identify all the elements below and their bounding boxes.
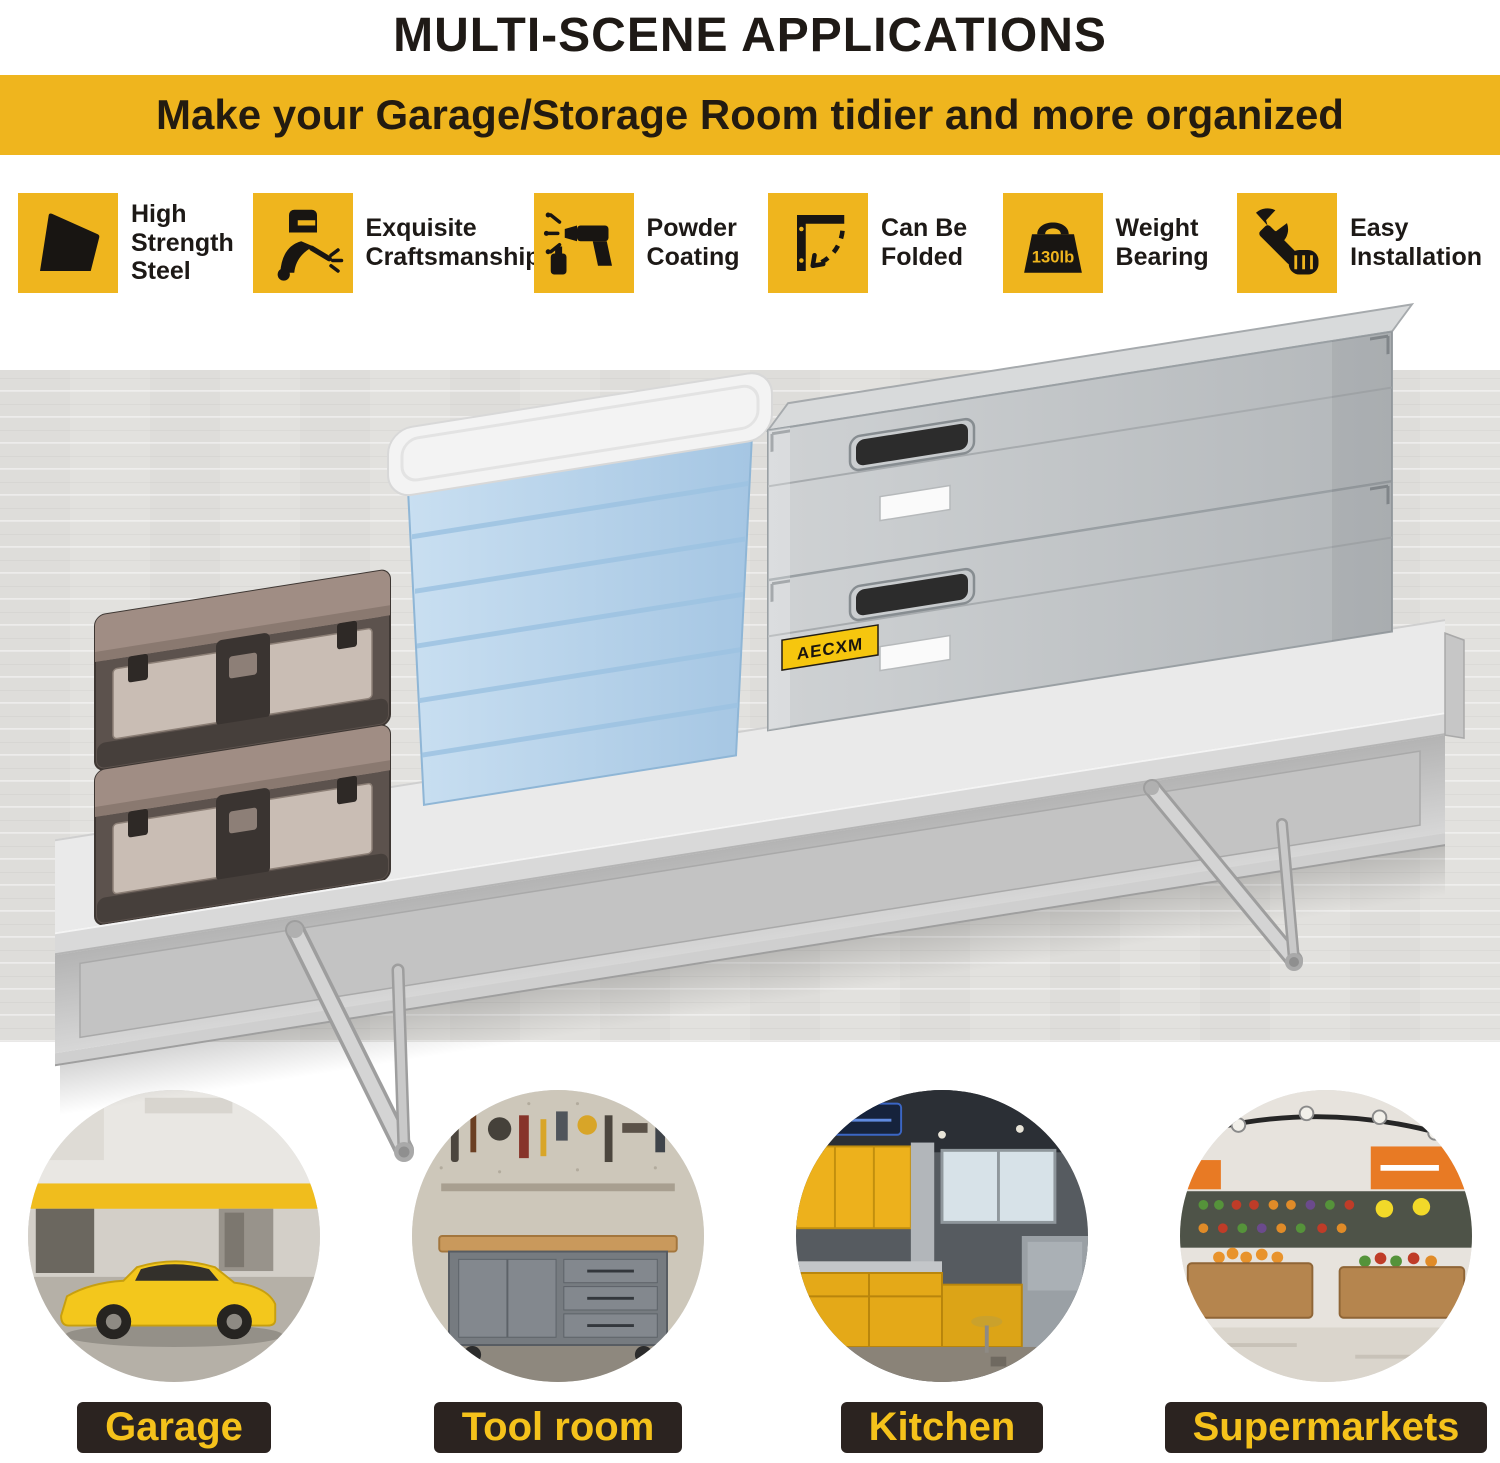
feature-can-be-folded: Can Be Folded — [768, 193, 1003, 293]
scene-row: Garage — [0, 1090, 1500, 1453]
feature-label: Easy Installation — [1350, 214, 1483, 271]
scene-label: Tool room — [433, 1402, 683, 1453]
scene-supermarkets: Supermarkets — [1164, 1090, 1488, 1453]
storage-bin — [387, 372, 773, 806]
feature-exquisite-craftsmanship: Exquisite Craftsmanship — [252, 193, 541, 293]
brand-label: AECXM — [781, 624, 879, 672]
shelf-top-surface — [55, 619, 1445, 933]
feature-label: Powder Coating — [646, 214, 740, 271]
feature-weight-bearing: 130lb Weight Bearing — [1002, 193, 1238, 293]
scene-tool-room: Tool room — [408, 1090, 708, 1453]
toolbox-stack — [94, 569, 391, 926]
right-bracket — [1143, 779, 1303, 971]
scene-label: Supermarkets — [1164, 1402, 1488, 1453]
scene-photo-kitchen — [796, 1090, 1088, 1382]
scene-photo-supermarkets — [1180, 1090, 1472, 1382]
shelf-shadow — [60, 846, 1445, 1116]
weight-icon: 130lb — [1002, 193, 1103, 293]
steel-plate-icon — [18, 193, 118, 293]
scene-label: Garage — [77, 1402, 271, 1453]
scene-garage: Garage — [24, 1090, 324, 1453]
spray-gun-icon — [533, 193, 634, 293]
feature-easy-installation: Easy Installation — [1237, 193, 1482, 293]
welder-icon — [252, 193, 353, 293]
feature-high-strength-steel: High Strength Steel — [18, 193, 253, 293]
shelf-body — [55, 632, 1465, 1116]
weight-icon-text: 130lb — [1031, 247, 1073, 266]
scene-kitchen: Kitchen — [792, 1090, 1092, 1453]
feature-label: Weight Bearing — [1115, 214, 1209, 271]
storage-boxes: AECXM — [765, 303, 1415, 732]
brand-label-text: AECXM — [797, 634, 863, 663]
scene-photo-garage — [28, 1090, 320, 1382]
page-title: MULTI-SCENE APPLICATIONS — [393, 9, 1107, 62]
banner-text: Make your Garage/Storage Room tidier and… — [156, 91, 1344, 138]
feature-row: High Strength Steel Exquisite Craftsmans… — [0, 179, 1500, 307]
feature-label: Exquisite Craftsmanship — [365, 214, 541, 271]
feature-powder-coating: Powder Coating — [533, 193, 769, 293]
feature-label: Can Be Folded — [881, 214, 968, 271]
feature-label: High Strength Steel — [131, 199, 234, 286]
scene-label: Kitchen — [840, 1402, 1044, 1453]
wall-background: AECXM — [0, 303, 1500, 1162]
scene-photo-tool-room — [412, 1090, 704, 1382]
banner: Make your Garage/Storage Room tidier and… — [0, 75, 1500, 155]
folding-bracket-icon — [768, 193, 869, 293]
wrench-hand-icon — [1237, 193, 1338, 293]
